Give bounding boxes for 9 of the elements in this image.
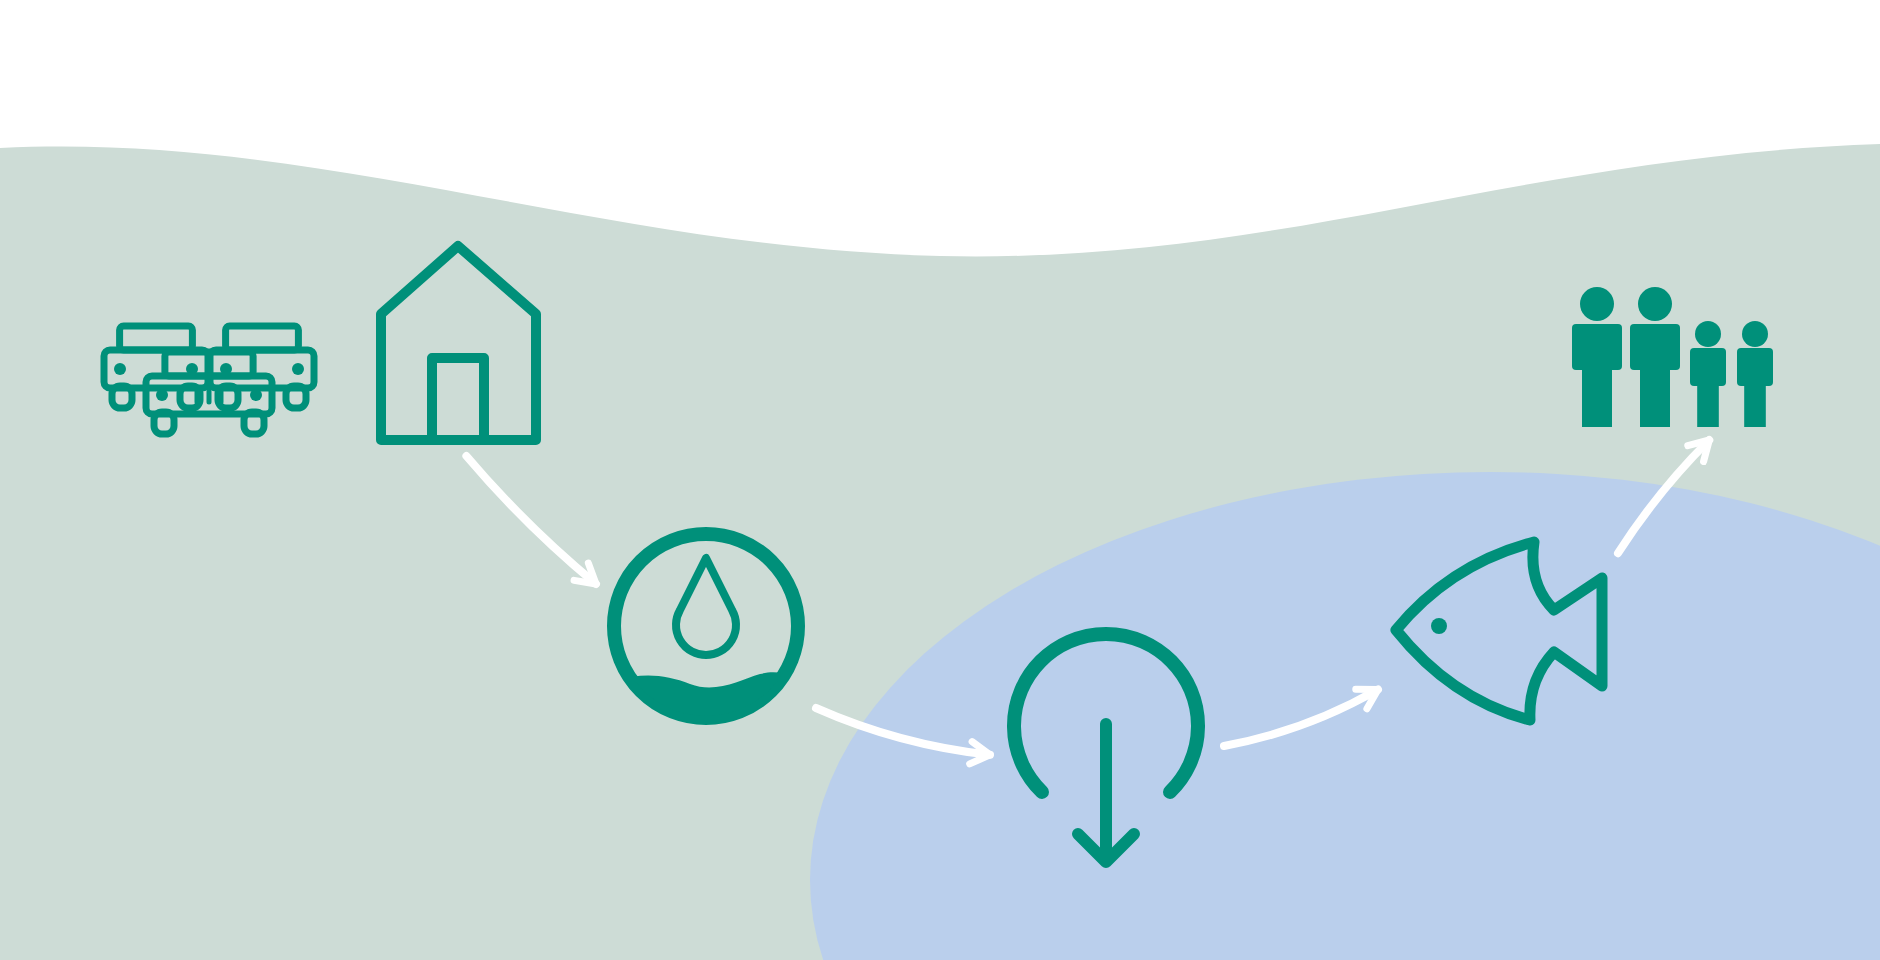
house-icon [374, 240, 542, 446]
arrow [462, 452, 600, 588]
arrow [1220, 685, 1382, 750]
cars-icon [100, 322, 318, 442]
arrow [1614, 436, 1714, 558]
arrow [812, 704, 994, 768]
fish-icon [1388, 534, 1608, 726]
water-drop-icon [606, 526, 806, 726]
people-icon [1576, 286, 1772, 430]
